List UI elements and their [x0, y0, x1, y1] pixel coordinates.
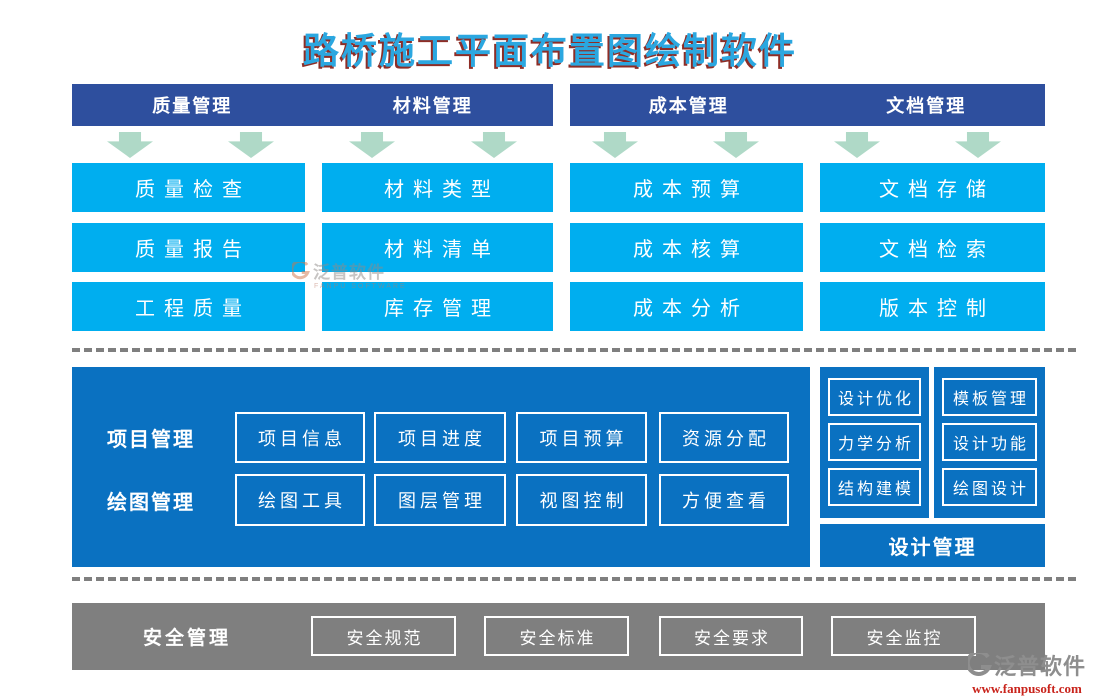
header-material-management: 材料管理	[392, 96, 473, 116]
button-safety-monitoring[interactable]: 安全监控	[831, 616, 976, 656]
dashed-divider-bottom	[72, 577, 1078, 581]
fanpu-logo-text: 泛普软件	[993, 654, 1086, 679]
button-project-budget[interactable]: 项目预算	[516, 412, 647, 463]
fanpu-website-link[interactable]: www.fanpusoft.com	[972, 681, 1082, 696]
header-bar-cost-document: 成本管理 文档管理	[570, 84, 1045, 126]
watermark-text: 泛普软件	[313, 263, 385, 282]
button-design-function[interactable]: 设计功能	[942, 423, 1037, 461]
module-cost-budget[interactable]: 成本预算	[570, 163, 803, 212]
design-panel-left-column: 设计优化 力学分析 结构建模	[820, 367, 929, 518]
label-design-management: 设计管理	[820, 524, 1045, 567]
down-arrow-icon	[228, 132, 274, 158]
button-safety-standard-spec[interactable]: 安全规范	[311, 616, 456, 656]
module-quality-report[interactable]: 质量报告	[72, 223, 305, 272]
fanpu-logo-icon	[967, 653, 992, 676]
label-project-management: 项目管理	[107, 429, 195, 451]
page-title: 路桥施工平面布置图绘制软件	[302, 30, 797, 71]
button-safety-requirement[interactable]: 安全要求	[659, 616, 803, 656]
module-document-search[interactable]: 文档检索	[820, 223, 1045, 272]
watermark: 泛普软件 FANPU SOFTWARE	[292, 258, 432, 290]
watermark-subtext: FANPU SOFTWARE	[314, 283, 407, 290]
header-bar-quality-material: 质量管理 材料管理	[72, 84, 553, 126]
button-resource-allocation[interactable]: 资源分配	[659, 412, 789, 463]
button-view-control[interactable]: 视图控制	[516, 474, 647, 526]
header-cost-management: 成本管理	[648, 96, 729, 116]
down-arrow-icon	[713, 132, 759, 158]
button-drawing-tools[interactable]: 绘图工具	[235, 474, 365, 526]
down-arrow-icon	[834, 132, 880, 158]
button-safety-standard[interactable]: 安全标准	[484, 616, 629, 656]
header-quality-management: 质量管理	[152, 96, 233, 116]
module-inventory-management[interactable]: 库存管理	[322, 282, 553, 331]
module-material-type[interactable]: 材料类型	[322, 163, 553, 212]
down-arrow-icon	[955, 132, 1001, 158]
module-cost-accounting[interactable]: 成本核算	[570, 223, 803, 272]
module-version-control[interactable]: 版本控制	[820, 282, 1045, 331]
button-structure-modeling[interactable]: 结构建模	[828, 468, 921, 506]
button-easy-view[interactable]: 方便查看	[659, 474, 789, 526]
dashed-divider-top	[72, 348, 1078, 352]
label-safety-management: 安全管理	[142, 628, 231, 649]
module-quality-inspection[interactable]: 质量检查	[72, 163, 305, 212]
down-arrow-icon	[107, 132, 153, 158]
module-document-storage[interactable]: 文档存储	[820, 163, 1045, 212]
design-panel-right-column: 模板管理 设计功能 绘图设计	[934, 367, 1045, 518]
module-cost-analysis[interactable]: 成本分析	[570, 282, 803, 331]
project-drawing-panel: 项目管理 绘图管理 项目信息 项目进度 项目预算 资源分配 绘图工具 图层管理 …	[72, 367, 810, 567]
button-design-optimization[interactable]: 设计优化	[828, 378, 921, 416]
safety-management-bar: 安全管理 安全规范 安全标准 安全要求 安全监控	[72, 603, 1045, 670]
button-project-info[interactable]: 项目信息	[235, 412, 365, 463]
fanpu-watermark-icon	[292, 261, 310, 279]
button-template-management[interactable]: 模板管理	[942, 378, 1037, 416]
button-drawing-design[interactable]: 绘图设计	[942, 468, 1037, 506]
button-mechanics-analysis[interactable]: 力学分析	[828, 423, 921, 461]
label-drawing-management: 绘图管理	[107, 491, 195, 514]
fanpu-logo: 泛普软件 www.fanpusoft.com	[956, 649, 1098, 697]
header-document-management: 文档管理	[886, 96, 967, 116]
module-engineering-quality[interactable]: 工程质量	[72, 282, 305, 331]
module-material-list[interactable]: 材料清单	[322, 223, 553, 272]
button-project-progress[interactable]: 项目进度	[374, 412, 506, 463]
button-layer-management[interactable]: 图层管理	[374, 474, 506, 526]
down-arrow-icon	[592, 132, 638, 158]
down-arrow-icon	[471, 132, 517, 158]
down-arrow-icon	[349, 132, 395, 158]
